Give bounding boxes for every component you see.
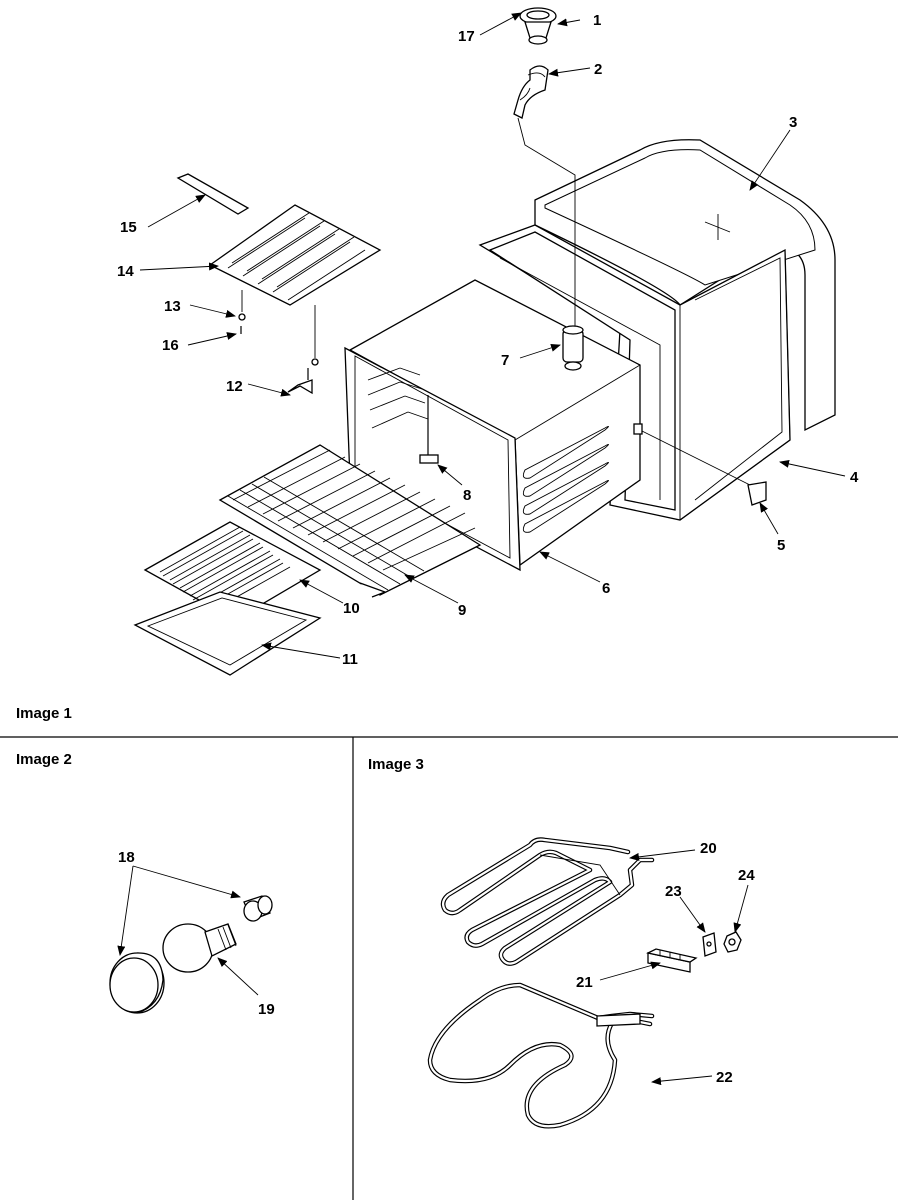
callout-leaders-image-1 xyxy=(139,12,846,659)
callout-12: 12 xyxy=(226,378,243,395)
callout-leaders-image-2 xyxy=(117,865,259,996)
bracket-part xyxy=(633,423,767,506)
callout-14: 14 xyxy=(117,263,134,280)
oven-assembly-view: 1 2 3 4 5 6 7 8 9 10 11 12 13 14 15 16 1… xyxy=(16,7,859,722)
oven-rack-part xyxy=(218,444,482,598)
callout-24: 24 xyxy=(738,867,755,884)
heating-elements-view: Image 3 xyxy=(368,756,755,1129)
bake-element-part xyxy=(427,982,655,1129)
callout-13: 13 xyxy=(164,298,181,315)
callout-2: 2 xyxy=(594,61,602,78)
light-bulb-part xyxy=(162,923,237,973)
callout-23: 23 xyxy=(665,883,682,900)
panel-dividers xyxy=(0,736,898,1200)
light-socket-sleeve-part xyxy=(243,895,273,922)
broiler-pan-part xyxy=(133,591,322,676)
callout-9: 9 xyxy=(458,602,466,619)
callout-3: 3 xyxy=(789,114,797,131)
callout-22: 22 xyxy=(716,1069,733,1086)
image-2-caption: Image 2 xyxy=(16,751,72,768)
callout-8: 8 xyxy=(463,487,471,504)
broil-element-part xyxy=(440,837,655,966)
callout-leaders-image-3 xyxy=(599,849,749,1086)
callout-18: 18 xyxy=(118,849,135,866)
element-bracket-part xyxy=(702,932,717,957)
image-3-caption: Image 3 xyxy=(368,756,424,773)
oven-sensor-part xyxy=(419,395,439,464)
broil-pan-part xyxy=(176,173,382,306)
image-1-caption: Image 1 xyxy=(16,705,72,722)
insulation-blanket-part xyxy=(534,139,836,432)
element-nut-part xyxy=(723,931,742,953)
terminal-block-part xyxy=(646,948,698,973)
callout-labels-image-1: 1 2 3 4 5 6 7 8 9 10 11 12 13 14 15 16 1… xyxy=(117,12,859,668)
callout-5: 5 xyxy=(777,537,785,554)
light-lens-part xyxy=(109,952,165,1014)
callout-20: 20 xyxy=(700,840,717,857)
fastener-parts xyxy=(238,290,319,395)
callout-4: 4 xyxy=(850,469,859,486)
callout-16: 16 xyxy=(162,337,179,354)
callout-11: 11 xyxy=(342,651,358,668)
vent-fitting-part xyxy=(562,325,584,371)
callout-10: 10 xyxy=(343,600,360,617)
callout-21: 21 xyxy=(576,974,593,991)
callout-15: 15 xyxy=(120,219,137,236)
vent-parts xyxy=(513,7,576,335)
callout-19: 19 xyxy=(258,1001,275,1018)
callout-6: 6 xyxy=(602,580,610,597)
oven-light-view: Image 2 18 19 xyxy=(16,751,275,1018)
callout-17: 17 xyxy=(458,28,475,45)
callout-1: 1 xyxy=(593,12,601,29)
callout-7: 7 xyxy=(501,352,509,369)
